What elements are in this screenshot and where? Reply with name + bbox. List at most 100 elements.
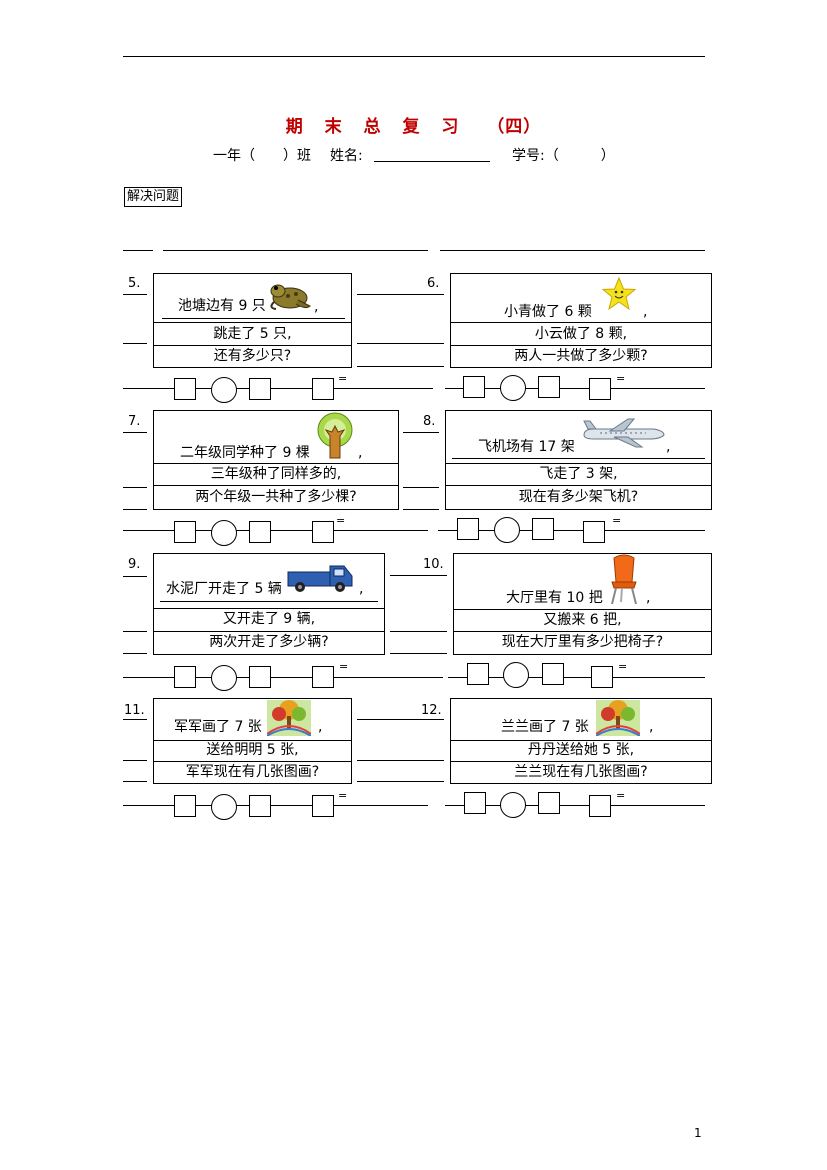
- problem-text-line: 池塘边有 9 只: [178, 298, 266, 314]
- equals-sign: =: [336, 514, 346, 527]
- comma: ,: [666, 439, 671, 455]
- problem-number: 9.: [128, 557, 141, 572]
- problem-number: 8.: [423, 414, 436, 429]
- divider: [154, 740, 351, 741]
- equals-sign: =: [339, 660, 349, 673]
- title-char: （四）: [487, 117, 542, 137]
- answer-box[interactable]: [249, 378, 271, 400]
- blank-line: [357, 294, 444, 295]
- comma: ,: [646, 590, 651, 606]
- answer-box[interactable]: [542, 663, 564, 685]
- blank-line: [123, 576, 147, 577]
- chair-picture: [611, 554, 637, 605]
- problem-box: 飞机场有 17 架 , 飞走了 3 架, 现在有多少架飞机?: [445, 410, 712, 510]
- blank-line: [390, 575, 447, 576]
- answer-box[interactable]: [249, 666, 271, 688]
- problem-box: 大厅里有 10 把 , 又搬来 6 把, 现在大厅里有多少把椅子?: [453, 553, 712, 655]
- operator-circle[interactable]: [211, 377, 237, 403]
- answer-box[interactable]: [463, 376, 485, 398]
- problem-box: 水泥厂开走了 5 辆 , 又开走了 9 辆, 两次开走了多少辆?: [153, 553, 385, 655]
- answer-box[interactable]: [464, 792, 486, 814]
- answer-box[interactable]: [312, 521, 334, 543]
- operator-circle[interactable]: [211, 520, 237, 546]
- name-field[interactable]: [374, 161, 490, 162]
- answer-box[interactable]: [589, 378, 611, 400]
- answer-box[interactable]: [312, 666, 334, 688]
- star-picture: [601, 276, 637, 311]
- blank-line: [123, 487, 147, 488]
- problem-text-line: 军军现在有几张图画?: [185, 764, 320, 780]
- problem-text-line: 小青做了 6 颗: [504, 304, 592, 320]
- operator-circle[interactable]: [500, 375, 526, 401]
- problem-text-line: 小云做了 8 颗,: [534, 326, 628, 342]
- blank-line: [390, 631, 447, 632]
- problem-text-line: 兰兰现在有几张图画?: [514, 764, 648, 780]
- operator-circle[interactable]: [211, 794, 237, 820]
- answer-box[interactable]: [174, 521, 196, 543]
- answer-box[interactable]: [312, 378, 334, 400]
- title-char: 末: [324, 117, 343, 137]
- blank-line: [123, 250, 153, 251]
- problem-text-line: 又搬来 6 把,: [543, 612, 622, 628]
- equals-sign: =: [338, 789, 348, 802]
- answer-box[interactable]: [249, 521, 271, 543]
- title-char: 总: [363, 117, 382, 137]
- problem-number: 6.: [427, 276, 440, 291]
- answer-box[interactable]: [174, 795, 196, 817]
- divider: [154, 322, 351, 323]
- divider: [451, 345, 711, 346]
- problem-text-line: 两人一共做了多少颗?: [514, 348, 648, 364]
- problem-box: 池塘边有 9 只 , 跳走了 5 只, 还有多少只?: [153, 273, 352, 368]
- blank-line: [123, 781, 147, 782]
- operator-circle[interactable]: [211, 665, 237, 691]
- answer-box[interactable]: [249, 795, 271, 817]
- divider: [446, 463, 711, 464]
- equals-sign: =: [616, 372, 626, 385]
- section-tag: 解决问题: [124, 187, 183, 207]
- name-label: 姓名:: [330, 148, 363, 164]
- underline: [452, 458, 705, 459]
- problem-text-line: 军军画了 7 张: [174, 719, 262, 735]
- blank-line: [440, 250, 705, 251]
- blank-line: [357, 343, 444, 344]
- divider: [454, 631, 711, 632]
- divider: [154, 608, 384, 609]
- divider: [451, 740, 711, 741]
- airplane-picture: [583, 418, 665, 448]
- answer-box[interactable]: [538, 792, 560, 814]
- answer-box[interactable]: [174, 378, 196, 400]
- blank-line: [123, 432, 147, 433]
- problem-number: 11.: [124, 703, 145, 718]
- page-title: 期 末 总 复 习 （四）: [0, 112, 827, 137]
- answer-line: [123, 388, 433, 389]
- operator-circle[interactable]: [494, 517, 520, 543]
- underline: [162, 318, 345, 319]
- comma: ,: [318, 719, 323, 735]
- divider: [446, 485, 711, 486]
- answer-line: [448, 677, 705, 678]
- comma: ,: [649, 719, 654, 735]
- answer-box[interactable]: [532, 518, 554, 540]
- answer-box[interactable]: [591, 666, 613, 688]
- operator-circle[interactable]: [503, 662, 529, 688]
- problem-text-line: 跳走了 5 只,: [213, 326, 292, 342]
- answer-line: [123, 530, 428, 531]
- answer-box[interactable]: [457, 518, 479, 540]
- blank-line: [123, 653, 147, 654]
- problem-box: 兰兰画了 7 张 , 丹丹送给她 5 张, 兰兰现在有几张图画?: [450, 698, 712, 784]
- problem-number: 10.: [423, 557, 444, 572]
- answer-box[interactable]: [312, 795, 334, 817]
- answer-box[interactable]: [467, 663, 489, 685]
- title-char: 复: [402, 117, 421, 137]
- answer-box[interactable]: [583, 521, 605, 543]
- answer-line: [445, 388, 705, 389]
- divider: [451, 322, 711, 323]
- blank-line: [390, 653, 447, 654]
- answer-box[interactable]: [538, 376, 560, 398]
- answer-box[interactable]: [589, 795, 611, 817]
- blank-line: [123, 343, 147, 344]
- operator-circle[interactable]: [500, 792, 526, 818]
- comma: ,: [358, 445, 363, 461]
- comma: ,: [359, 581, 364, 597]
- answer-box[interactable]: [174, 666, 196, 688]
